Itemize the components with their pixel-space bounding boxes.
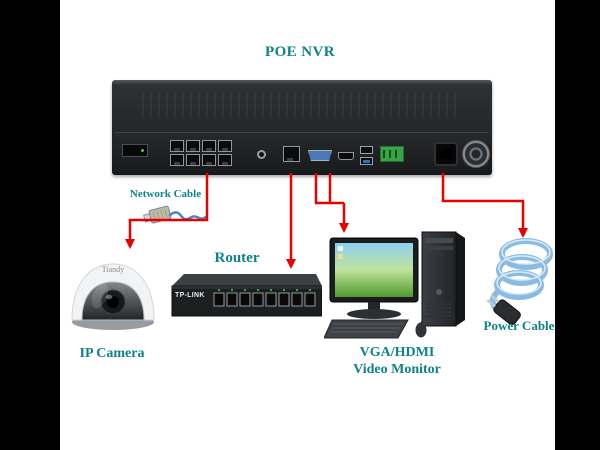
network-cable-label: Network Cable xyxy=(129,188,202,200)
pc-tower xyxy=(421,231,465,327)
poe-port-4 xyxy=(218,140,232,152)
page-title: POE NVR xyxy=(265,44,335,60)
nvr-power-inlet xyxy=(434,142,458,166)
poe-port-1 xyxy=(170,140,184,152)
nvr-device xyxy=(112,80,492,175)
usb-port-1 xyxy=(360,146,373,154)
router-led-group xyxy=(218,289,311,291)
router-device xyxy=(171,274,322,317)
arrow-nvr-to-power xyxy=(441,173,528,238)
keyboard xyxy=(324,319,409,339)
nvr-fan xyxy=(462,140,490,168)
cable-coil xyxy=(489,238,553,311)
power-plug xyxy=(486,294,521,326)
arrow-nvr-to-camera xyxy=(125,173,209,249)
power-cable-device xyxy=(486,238,553,326)
poe-port-3 xyxy=(202,140,216,152)
audio-connector xyxy=(257,150,266,159)
monitor-stand xyxy=(368,302,380,311)
tower-power-button xyxy=(436,289,442,295)
nvr-vent-texture xyxy=(142,92,462,118)
poe-port-7 xyxy=(202,154,216,166)
usb-port-2 xyxy=(360,157,373,165)
camera-brand-text: Tiandy xyxy=(101,265,125,274)
poe-port-8 xyxy=(218,154,232,166)
monitor-label-line1: VGA/HDMI xyxy=(359,345,435,360)
lan-port xyxy=(283,146,300,162)
monitor-label: VGA/HDMI Video Monitor xyxy=(322,344,472,378)
monitor-screen xyxy=(335,243,413,297)
mouse xyxy=(415,313,431,338)
poe-port-2 xyxy=(186,140,200,152)
hdmi-port xyxy=(338,152,354,160)
white-stage xyxy=(60,0,555,450)
monitor-base xyxy=(347,309,401,319)
ip-camera-device xyxy=(71,263,155,330)
nvr-status-display xyxy=(122,144,148,157)
poe-port-6 xyxy=(186,154,200,166)
ip-camera-label: IP Camera xyxy=(79,346,145,361)
poe-port-5 xyxy=(170,154,184,166)
router-label: Router xyxy=(214,250,260,266)
router-top-face xyxy=(172,274,322,286)
monitor-label-line2: Video Monitor xyxy=(353,362,441,377)
monitor xyxy=(329,237,419,319)
video-monitor-device xyxy=(324,231,465,339)
alarm-terminal-block xyxy=(380,146,404,162)
router-port-group xyxy=(213,292,316,307)
router-brand-text: TP-LINK xyxy=(175,292,205,299)
power-cable-label: Power Cable xyxy=(483,318,555,333)
